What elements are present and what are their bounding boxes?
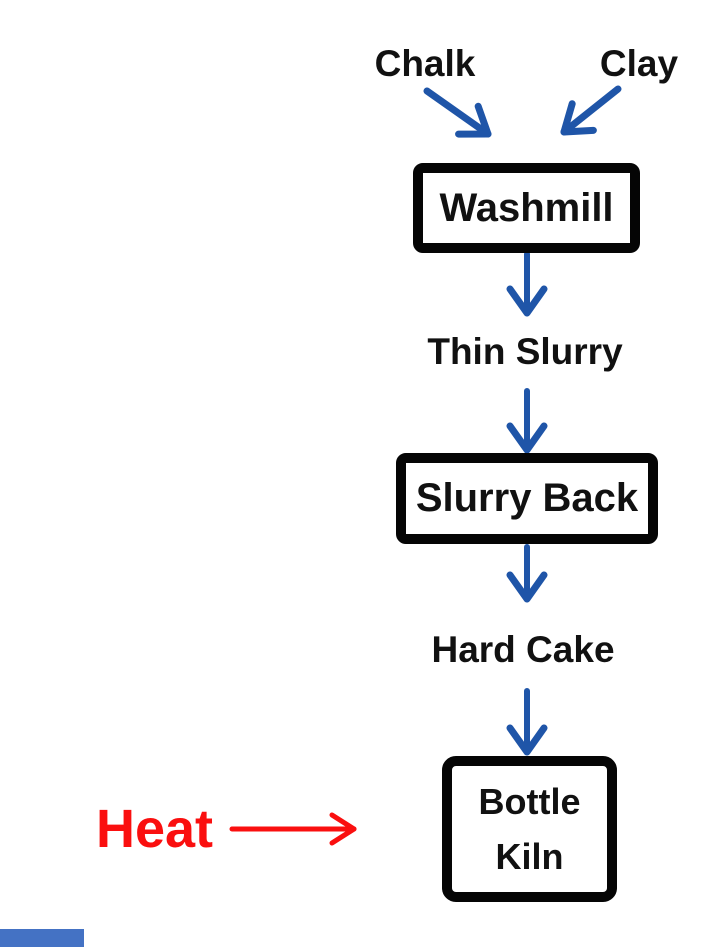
node-washmill-label: Washmill — [439, 185, 614, 230]
arrow-chalk-to-washmill — [423, 87, 492, 138]
bottom-left-blue-bar — [0, 929, 84, 947]
label-heat: Heat — [96, 799, 214, 859]
arrow-clay-to-washmill — [560, 85, 622, 136]
node-slurry-back: Slurry Back — [396, 453, 658, 544]
node-slurry-back-label: Slurry Back — [415, 476, 639, 520]
node-bottle-kiln-label-line2: Kiln — [495, 836, 564, 877]
label-chalk: Chalk — [374, 43, 476, 84]
node-washmill: Washmill — [413, 163, 640, 253]
node-bottle-kiln-label-line1: Bottle — [478, 781, 581, 822]
node-bottle-kiln: Bottle Kiln — [442, 756, 617, 902]
label-hard-cake: Hard Cake — [431, 629, 615, 670]
label-clay: Clay — [599, 43, 679, 84]
label-thin-slurry: Thin Slurry — [427, 331, 623, 372]
